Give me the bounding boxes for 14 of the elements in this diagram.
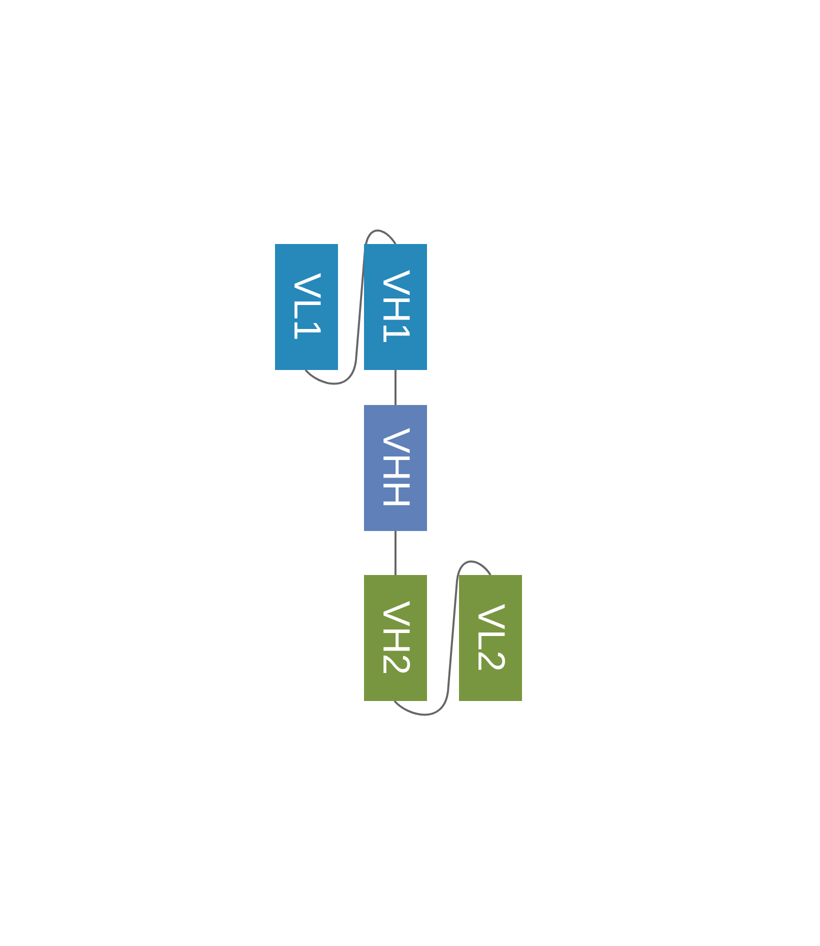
- connector-line: [394, 370, 396, 405]
- connector-line: [394, 531, 396, 575]
- domain-box: [364, 575, 427, 701]
- domain-box: [364, 244, 427, 370]
- connector-line: [394, 560, 492, 716]
- domain-label: VL2: [472, 604, 510, 672]
- connector-line: [304, 230, 396, 385]
- domain-label: VHH: [376, 428, 414, 508]
- domain-box: [275, 244, 338, 370]
- domain-label: VL1: [288, 273, 326, 341]
- domain-label: VH1: [376, 270, 414, 344]
- domain-box: [459, 575, 522, 701]
- domain-label: VH2: [376, 601, 414, 675]
- domain-box: [364, 405, 427, 531]
